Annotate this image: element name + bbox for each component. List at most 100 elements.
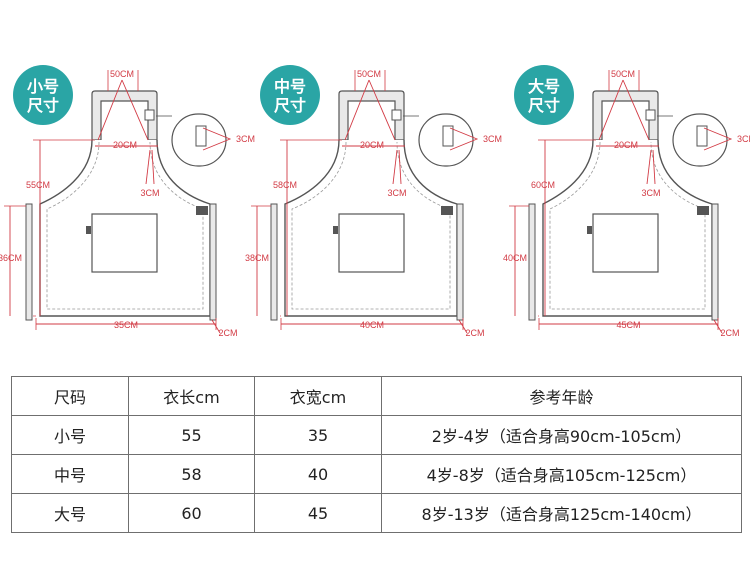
size-badge-line2: 尺寸 bbox=[274, 96, 306, 115]
hem-label: 2CM bbox=[720, 328, 739, 338]
hem-arrow bbox=[458, 319, 468, 334]
length-label: 55CM bbox=[26, 180, 50, 190]
hem-arrow bbox=[211, 319, 221, 334]
cell-length: 60 bbox=[128, 493, 255, 533]
neck-width-label: 20CM bbox=[113, 140, 137, 150]
pocket bbox=[592, 213, 659, 273]
left-hem-band bbox=[270, 203, 278, 321]
strap-width-arrow bbox=[646, 149, 652, 185]
detail-buckle bbox=[442, 125, 454, 147]
stitch-line bbox=[291, 141, 451, 310]
size-badge-line2: 尺寸 bbox=[27, 96, 59, 115]
strap-width-arrow bbox=[652, 149, 656, 185]
neck-strap-arrow-left bbox=[97, 79, 123, 141]
neck-width-label: 20CM bbox=[614, 140, 638, 150]
header-age: 参考年龄 bbox=[381, 376, 742, 416]
size-badge-line1: 大号 bbox=[528, 77, 560, 96]
size-badge bbox=[260, 65, 320, 125]
neck-strap-arrow-left bbox=[598, 79, 624, 141]
table-header-row: 尺码 衣长cm 衣宽cm 参考年龄 bbox=[11, 376, 742, 416]
neck-width-label: 20CM bbox=[360, 140, 384, 150]
detail-width-label: 3CM bbox=[737, 134, 750, 144]
header-length: 衣长cm bbox=[128, 376, 255, 416]
width-label: 35CM bbox=[114, 320, 138, 330]
size-badge-line1: 中号 bbox=[274, 77, 306, 96]
pocket-tab bbox=[86, 226, 91, 234]
detail-buckle bbox=[696, 125, 708, 147]
detail-width-arrow bbox=[703, 127, 733, 151]
header-width: 衣宽cm bbox=[254, 376, 382, 416]
neck-strap-label: 50CM bbox=[357, 69, 381, 79]
table-row: 小号 55 35 2岁-4岁（适合身高90cm-105cm） bbox=[11, 415, 742, 455]
strap-width-arrow bbox=[398, 149, 402, 185]
detail-width-label: 3CM bbox=[483, 134, 502, 144]
strap-buckle bbox=[645, 109, 656, 121]
apron-size-diagrams: 小号尺寸50CM20CM3CM3CM55CM36CM35CM2CM中号尺寸50C… bbox=[0, 65, 750, 338]
cell-age: 8岁-13岁（适合身高125cm-140cm） bbox=[381, 493, 742, 533]
strap-width-label: 3CM bbox=[140, 188, 159, 198]
detail-width-arrow bbox=[202, 127, 232, 151]
neck-strap-arrow-right bbox=[622, 79, 650, 141]
detail-width-label: 3CM bbox=[236, 134, 255, 144]
strap-width-arrow bbox=[392, 149, 398, 185]
cell-length: 58 bbox=[128, 454, 255, 494]
hem-arrow bbox=[713, 319, 723, 334]
neck-strap-label: 50CM bbox=[611, 69, 635, 79]
size-badge bbox=[13, 65, 73, 125]
strap-width-label: 3CM bbox=[387, 188, 406, 198]
right-hem-band bbox=[209, 203, 217, 321]
pocket-height-label: 38CM bbox=[245, 253, 269, 263]
cell-width: 45 bbox=[254, 493, 382, 533]
pocket bbox=[338, 213, 405, 273]
detail-width-arrow bbox=[449, 127, 479, 151]
table-row: 大号 60 45 8岁-13岁（适合身高125cm-140cm） bbox=[11, 493, 742, 533]
cell-width: 40 bbox=[254, 454, 382, 494]
detail-buckle bbox=[195, 125, 207, 147]
size-badge bbox=[514, 65, 574, 125]
cell-size: 中号 bbox=[11, 454, 129, 494]
size-badge-line2: 尺寸 bbox=[528, 96, 560, 115]
size-badge-line1: 小号 bbox=[27, 78, 59, 96]
neck-strap-arrow-right bbox=[121, 79, 149, 141]
pocket-tab bbox=[587, 226, 592, 234]
strap-width-arrow bbox=[145, 149, 151, 185]
cell-size: 大号 bbox=[11, 493, 129, 533]
table-row: 中号 58 40 4岁-8岁（适合身高105cm-125cm） bbox=[11, 454, 742, 494]
label-tag bbox=[697, 206, 709, 215]
pocket bbox=[91, 213, 158, 273]
strap-width-label: 3CM bbox=[641, 188, 660, 198]
stitch-line bbox=[549, 141, 706, 310]
width-label: 45CM bbox=[616, 320, 640, 330]
hem-label: 2CM bbox=[465, 328, 484, 338]
cell-age: 2岁-4岁（适合身高90cm-105cm） bbox=[381, 415, 742, 455]
left-hem-band bbox=[528, 203, 536, 321]
cell-length: 55 bbox=[128, 415, 255, 455]
header-size: 尺码 bbox=[11, 376, 129, 416]
strap-buckle bbox=[144, 109, 155, 121]
neck-strap-label: 50CM bbox=[110, 69, 134, 79]
neck-strap-arrow-right bbox=[368, 79, 396, 141]
cell-size: 小号 bbox=[11, 415, 129, 455]
pocket-height-label: 36CM bbox=[0, 253, 22, 263]
right-hem-band bbox=[456, 203, 464, 321]
cell-width: 35 bbox=[254, 415, 382, 455]
strap-buckle bbox=[391, 109, 402, 121]
strap-width-arrow bbox=[151, 149, 155, 185]
label-tag bbox=[441, 206, 453, 215]
length-label: 58CM bbox=[273, 180, 297, 190]
size-table: 尺码 衣长cm 衣宽cm 参考年龄 小号 55 35 2岁-4岁（适合身高90c… bbox=[11, 376, 742, 533]
stitch-line bbox=[46, 141, 204, 310]
length-label: 60CM bbox=[531, 180, 555, 190]
pocket-tab bbox=[333, 226, 338, 234]
neck-strap-arrow-left bbox=[344, 79, 370, 141]
width-label: 40CM bbox=[360, 320, 384, 330]
cell-age: 4岁-8岁（适合身高105cm-125cm） bbox=[381, 454, 742, 494]
hem-label: 2CM bbox=[218, 328, 237, 338]
label-tag bbox=[196, 206, 208, 215]
left-hem-band bbox=[25, 203, 33, 321]
pocket-height-label: 40CM bbox=[503, 253, 527, 263]
right-hem-band bbox=[711, 203, 719, 321]
